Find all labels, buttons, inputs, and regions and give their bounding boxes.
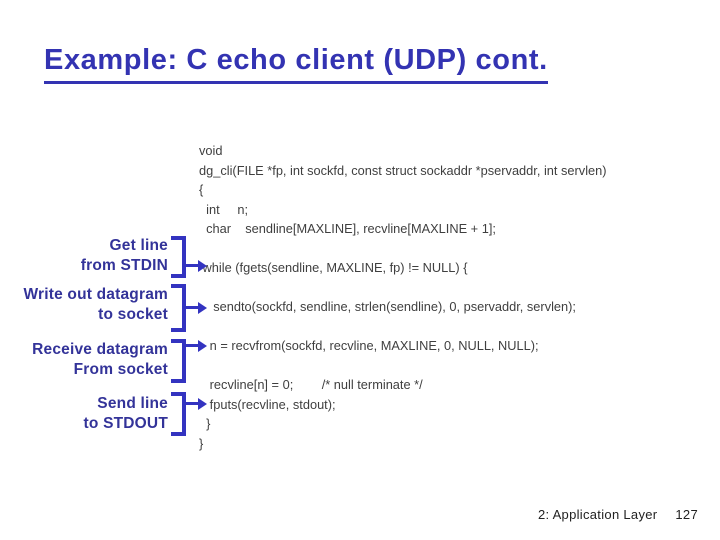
annotation-label-write-datagram: Write out datagram to socket [23,286,168,323]
bracket-icon [171,339,186,383]
footer: 2: Application Layer 127 [538,507,698,522]
annotation-label-receive-datagram: Receive datagram From socket [32,341,168,378]
page-number: 127 [675,507,698,522]
arrow-right-icon [183,301,207,314]
arrow-right-icon [183,259,207,272]
arrow-right-icon [183,397,207,410]
code-block: void dg_cli(FILE *fp, int sockfd, const … [199,143,607,451]
annotation-label-send-line: Send line to STDOUT [83,395,168,432]
arrow-right-icon [183,339,207,352]
slide-title: Example: C echo client (UDP) cont. [44,44,548,84]
annotation-label-get-line: Get line from STDIN [80,237,168,274]
bracket-icon [171,236,186,278]
footer-section-label: 2: Application Layer [537,507,658,522]
bracket-icon [171,392,186,436]
